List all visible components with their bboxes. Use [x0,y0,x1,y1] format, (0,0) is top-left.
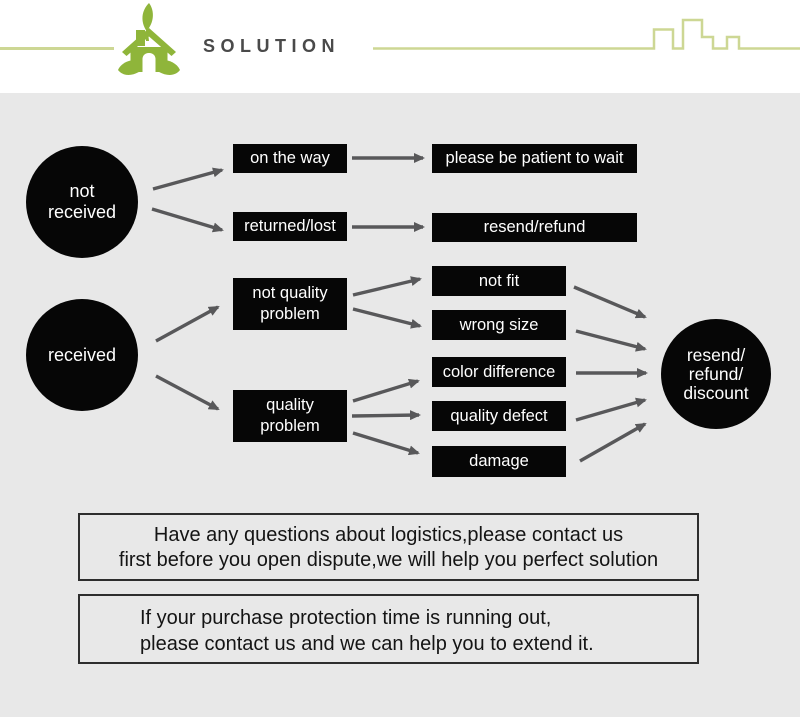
section-title: SOLUTION [203,36,340,56]
node-not-fit: not fit [432,266,566,296]
node-resend-refund: resend/refund [432,213,637,242]
eco-house-logo-icon [118,3,180,75]
node-damage: damage [432,446,566,477]
city-skyline-divider-icon [373,18,800,50]
node-quality-problem: quality problem [233,390,347,442]
node-returned-lost: returned/lost [233,212,347,241]
node-color-difference: color difference [432,357,566,387]
header-divider-left [0,47,114,50]
node-on-the-way: on the way [233,144,347,173]
logistics-note: Have any questions about logistics,pleas… [78,513,699,581]
node-not-quality-problem: not quality problem [233,278,347,330]
header: SOLUTION [0,0,800,93]
node-wrong-size: wrong size [432,310,566,340]
node-not-received: not received [26,146,138,258]
node-resend-refund-discount: resend/ refund/ discount [661,319,771,429]
node-quality-defect: quality defect [432,401,566,431]
node-please-wait: please be patient to wait [432,144,637,173]
node-received: received [26,299,138,411]
protection-note: If your purchase protection time is runn… [78,594,699,664]
